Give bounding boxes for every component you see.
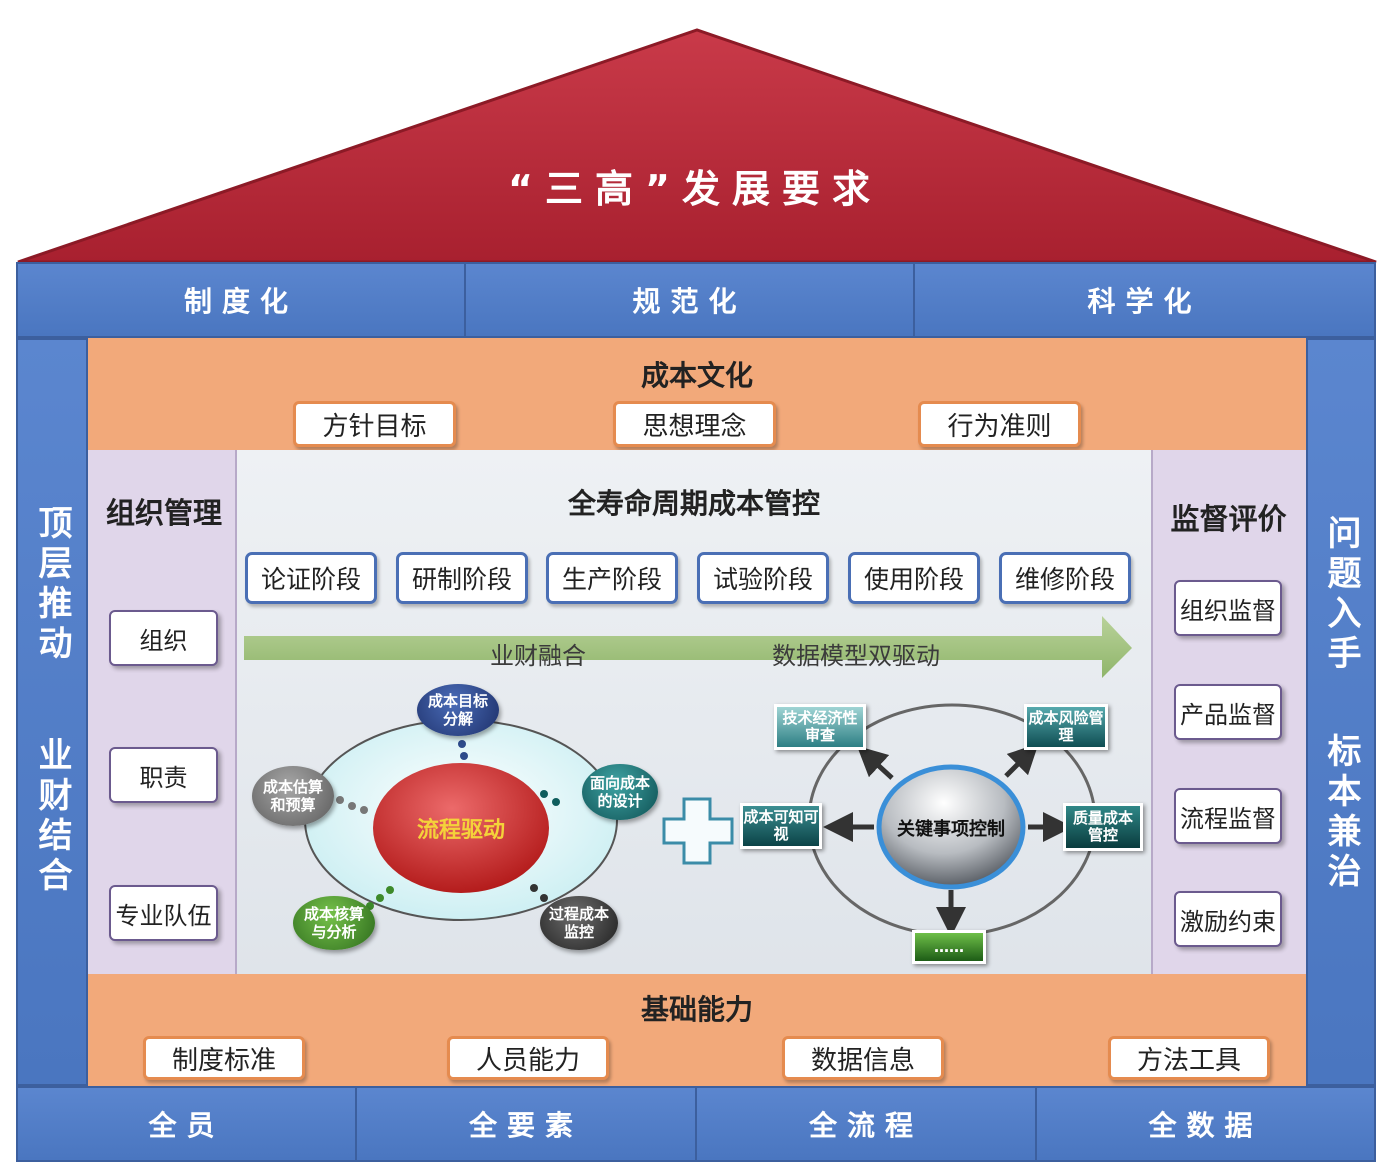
arrow-label-right: 数据模型双驱动: [772, 642, 940, 670]
supervision-item-1: 组织监督: [1174, 580, 1282, 636]
org-title: 组织管理: [105, 496, 222, 530]
process-node-1-label: 成本目标分解: [427, 692, 488, 728]
stage-1: 论证阶段: [245, 552, 377, 604]
culture-item-2: 思想理念: [613, 401, 776, 447]
top-cell-1: 制度化: [16, 262, 466, 338]
bottom-cell-3: 全流程: [695, 1086, 1037, 1162]
process-cycle: [304, 719, 618, 921]
arrow-label-left: 业财融合: [490, 642, 586, 670]
culture-item-3: 行为准则: [918, 401, 1081, 447]
key-node-2: 成本风险管理: [1024, 704, 1108, 750]
process-node-5: 成本估算和预算: [252, 766, 334, 826]
stage-2: 研制阶段: [396, 552, 528, 604]
org-item-3: 专业队伍: [109, 885, 218, 941]
top-cell-2: 规范化: [464, 262, 915, 338]
key-control-center-label: 关键事项控制: [897, 819, 1005, 840]
foundation-item-2: 人员能力: [447, 1036, 609, 1080]
process-node-1: 成本目标分解: [417, 684, 499, 736]
culture-item-1: 方针目标: [293, 401, 456, 447]
roof-title: “三高”发展要求: [508, 167, 882, 211]
process-node-2: 面向成本的设计: [582, 764, 658, 820]
stage-5: 使用阶段: [848, 552, 980, 604]
lifecycle-title: 全寿命周期成本管控: [567, 487, 820, 520]
foundation-item-4: 方法工具: [1108, 1036, 1270, 1080]
foundation-title: 基础能力: [640, 993, 753, 1026]
org-item-1: 组织: [109, 610, 218, 666]
bottom-cell-4: 全数据: [1035, 1086, 1376, 1162]
supervision-item-4: 激励约束: [1174, 891, 1282, 947]
right-pillar-line2: 标本兼治: [1321, 733, 1361, 893]
key-node-1: 技术经济性审查: [774, 704, 866, 750]
top-cell-3: 科学化: [913, 262, 1376, 338]
key-node-5: ……: [912, 930, 986, 964]
process-node-4: 成本核算与分析: [293, 896, 375, 950]
bottom-cell-2: 全要素: [355, 1086, 697, 1162]
process-node-2-label: 面向成本的设计: [589, 774, 650, 810]
stage-3: 生产阶段: [546, 552, 678, 604]
stage-4: 试验阶段: [697, 552, 829, 604]
roof: [17, 28, 1377, 264]
plus-icon: [662, 797, 734, 865]
process-node-4-label: 成本核算与分析: [303, 905, 364, 941]
supervision-title: 监督评价: [1170, 502, 1287, 536]
key-node-3: 成本可知可视: [740, 803, 822, 849]
lifecycle-arrow: [244, 616, 1132, 678]
key-node-4: 质量成本管控: [1063, 803, 1143, 851]
foundation-item-1: 制度标准: [143, 1036, 305, 1080]
right-pillar: 问题入手 标本兼治: [1306, 338, 1376, 1086]
foundation-item-3: 数据信息: [782, 1036, 944, 1080]
process-center-label: 流程驱动: [416, 818, 505, 843]
right-pillar-line1: 问题入手: [1321, 515, 1361, 675]
supervision-item-2: 产品监督: [1174, 684, 1282, 740]
org-item-2: 职责: [109, 747, 218, 803]
process-node-3: 过程成本监控: [540, 896, 618, 950]
process-node-3-label: 过程成本监控: [548, 905, 609, 941]
process-node-5-label: 成本估算和预算: [262, 778, 323, 814]
supervision-item-3: 流程监督: [1174, 788, 1282, 844]
culture-title: 成本文化: [640, 359, 753, 392]
stage-6: 维修阶段: [999, 552, 1131, 604]
left-pillar: 顶层推动 业财结合: [16, 338, 88, 1086]
left-pillar-line1: 顶层推动: [32, 505, 72, 665]
bottom-cell-1: 全员: [16, 1086, 357, 1162]
left-pillar-line2: 业财结合: [32, 737, 72, 897]
